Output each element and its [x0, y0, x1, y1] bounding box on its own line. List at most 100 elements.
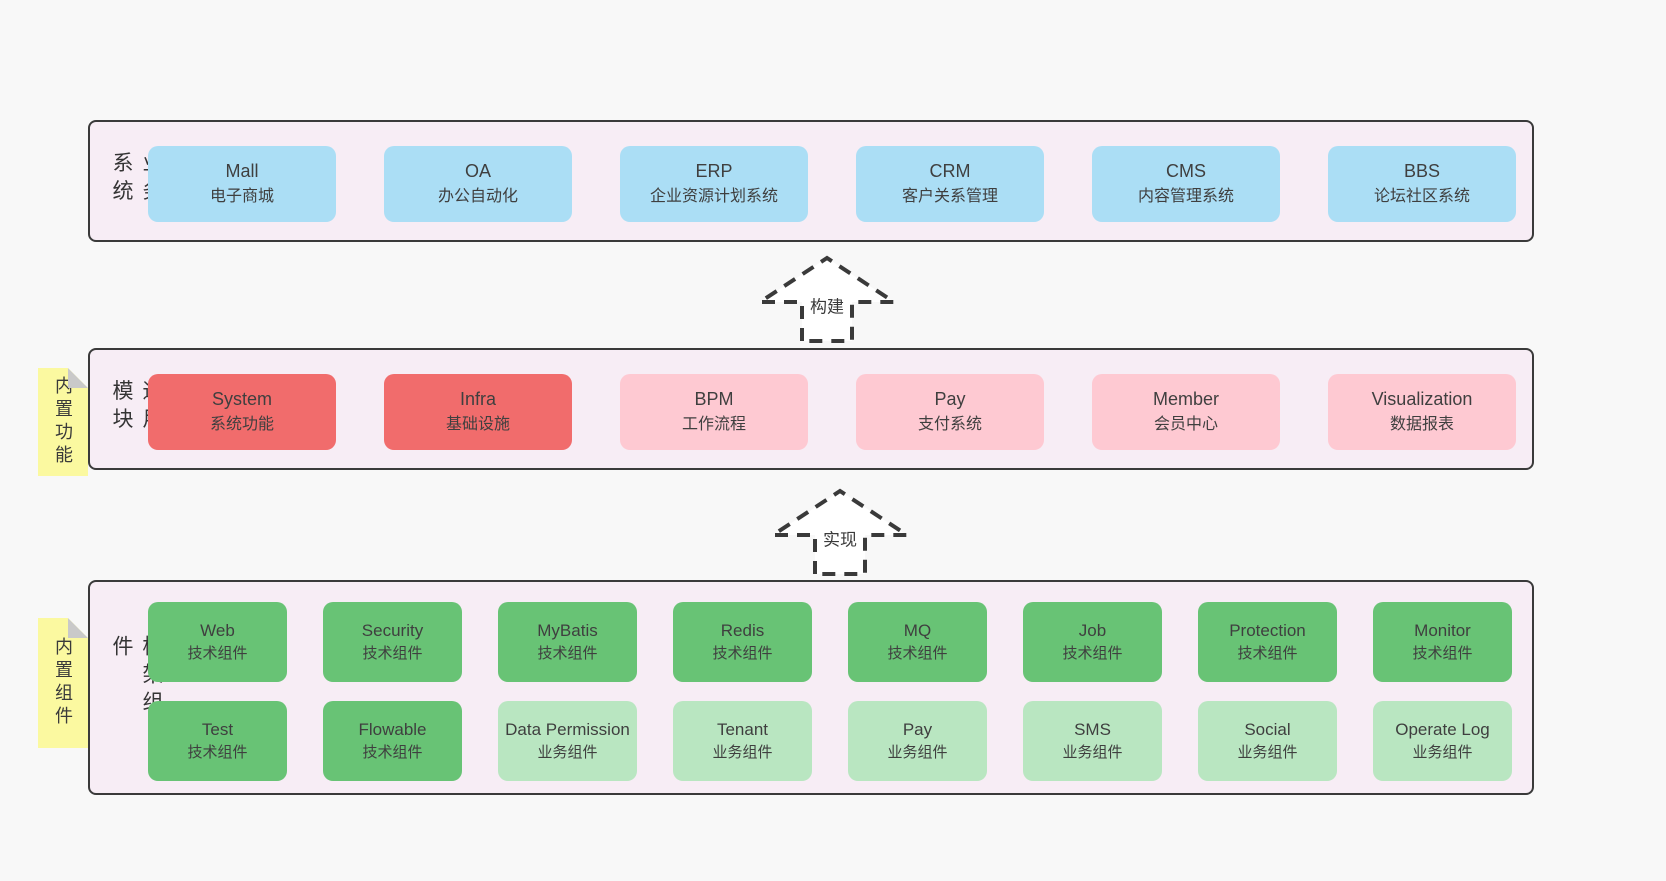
- box-subtitle: 业务组件: [537, 744, 598, 761]
- layer-common-modules: 通用模块 System 系统功能 Infra 基础设施 BPM 工作流程 Pay…: [88, 348, 1534, 470]
- box-title: Flowable: [358, 720, 427, 739]
- box-subtitle: 业务组件: [1237, 744, 1298, 761]
- box-cms: CMS 内容管理系统: [1092, 146, 1280, 222]
- box-subtitle: 技术组件: [187, 744, 248, 761]
- box-mall: Mall 电子商城: [148, 146, 336, 222]
- box-bpm: BPM 工作流程: [620, 374, 808, 450]
- box-infra: Infra 基础设施: [384, 374, 572, 450]
- implement-arrow-label: 实现: [819, 525, 861, 551]
- box-subtitle: 电子商城: [209, 188, 274, 205]
- box-subtitle: 内容管理系统: [1137, 188, 1234, 205]
- business-systems-box-row: Mall 电子商城 OA 办公自动化 ERP 企业资源计划系统 CRM 客户关系…: [148, 146, 1516, 222]
- framework-components-row-2: Test 技术组件 Flowable 技术组件 Data Permission …: [148, 701, 1512, 781]
- box-subtitle: 业务组件: [712, 744, 773, 761]
- box-subtitle: 支付系统: [917, 416, 982, 433]
- box-title: Web: [200, 621, 235, 640]
- box-erp: ERP 企业资源计划系统: [620, 146, 808, 222]
- sticky-note-text: 内置功能: [53, 376, 73, 468]
- box-sms: SMS 业务组件: [1023, 701, 1162, 781]
- box-title: Test: [201, 720, 234, 739]
- box-subtitle: 技术组件: [887, 645, 948, 662]
- box-pay: Pay 支付系统: [856, 374, 1044, 450]
- box-title: ERP: [695, 161, 733, 181]
- box-protection: Protection 技术组件: [1198, 602, 1337, 682]
- box-subtitle: 客户关系管理: [901, 188, 998, 205]
- box-title: CMS: [1166, 161, 1206, 181]
- box-visualization: Visualization 数据报表: [1328, 374, 1516, 450]
- box-redis: Redis 技术组件: [673, 602, 812, 682]
- folded-corner-icon: [68, 618, 88, 638]
- box-subtitle: 会员中心: [1153, 416, 1218, 433]
- box-title: Pay: [934, 389, 966, 409]
- box-title: System: [211, 389, 272, 409]
- box-member: Member 会员中心: [1092, 374, 1280, 450]
- box-subtitle: 企业资源计划系统: [649, 188, 778, 205]
- box-subtitle: 技术组件: [362, 645, 423, 662]
- box-subtitle: 业务组件: [1412, 744, 1473, 761]
- box-web: Web 技术组件: [148, 602, 287, 682]
- box-subtitle: 论坛社区系统: [1373, 188, 1470, 205]
- box-subtitle: 技术组件: [187, 645, 248, 662]
- box-title: Tenant: [716, 720, 769, 739]
- box-subtitle: 技术组件: [362, 744, 423, 761]
- box-security: Security 技术组件: [323, 602, 462, 682]
- box-title: Operate Log: [1395, 720, 1490, 739]
- box-subtitle: 系统功能: [209, 416, 274, 433]
- sticky-note-text: 内置组件: [53, 637, 73, 729]
- build-arrow: 构建: [752, 254, 902, 344]
- box-title: OA: [464, 161, 491, 181]
- box-mq: MQ 技术组件: [848, 602, 987, 682]
- box-bbs: BBS 论坛社区系统: [1328, 146, 1516, 222]
- box-subtitle: 技术组件: [1237, 645, 1298, 662]
- box-title: Member: [1152, 389, 1219, 409]
- implement-arrow: 实现: [765, 487, 915, 577]
- box-subtitle: 技术组件: [537, 645, 598, 662]
- box-title: Monitor: [1414, 621, 1471, 640]
- box-subtitle: 基础设施: [445, 416, 510, 433]
- box-title: Security: [361, 621, 424, 640]
- box-title: Data Permission: [505, 720, 630, 739]
- box-data-permission: Data Permission 业务组件: [498, 701, 637, 781]
- box-subtitle: 技术组件: [712, 645, 773, 662]
- box-flowable: Flowable 技术组件: [323, 701, 462, 781]
- box-title: CRM: [929, 161, 971, 181]
- box-crm: CRM 客户关系管理: [856, 146, 1044, 222]
- box-oa: OA 办公自动化: [384, 146, 572, 222]
- build-arrow-label: 构建: [806, 292, 848, 318]
- folded-corner-icon: [68, 368, 88, 388]
- box-pay-component: Pay 业务组件: [848, 701, 987, 781]
- box-social: Social 业务组件: [1198, 701, 1337, 781]
- box-mybatis: MyBatis 技术组件: [498, 602, 637, 682]
- box-title: Job: [1078, 621, 1107, 640]
- common-modules-box-row: System 系统功能 Infra 基础设施 BPM 工作流程 Pay 支付系统…: [148, 374, 1516, 450]
- sticky-note-built-in-features: 内置功能: [38, 368, 88, 476]
- box-operate-log: Operate Log 业务组件: [1373, 701, 1512, 781]
- box-system: System 系统功能: [148, 374, 336, 450]
- box-title: Pay: [902, 720, 933, 739]
- layer-framework-components: 框架组件 Web 技术组件 Security 技术组件 MyBatis 技术组件…: [88, 580, 1534, 795]
- box-subtitle: 技术组件: [1062, 645, 1123, 662]
- box-title: Mall: [225, 161, 259, 181]
- box-title: BBS: [1403, 161, 1441, 181]
- box-subtitle: 业务组件: [1062, 744, 1123, 761]
- sticky-note-built-in-components: 内置组件: [38, 618, 88, 748]
- box-title: Infra: [459, 389, 497, 409]
- box-subtitle: 办公自动化: [437, 188, 518, 205]
- box-title: MyBatis: [537, 621, 598, 640]
- box-tenant: Tenant 业务组件: [673, 701, 812, 781]
- box-title: Redis: [720, 621, 765, 640]
- box-subtitle: 数据报表: [1389, 416, 1454, 433]
- framework-components-row-1: Web 技术组件 Security 技术组件 MyBatis 技术组件 Redi…: [148, 602, 1512, 682]
- box-subtitle: 技术组件: [1412, 645, 1473, 662]
- box-title: Social: [1244, 720, 1291, 739]
- box-subtitle: 工作流程: [681, 416, 746, 433]
- box-title: Protection: [1229, 621, 1306, 640]
- box-test: Test 技术组件: [148, 701, 287, 781]
- box-title: SMS: [1074, 720, 1111, 739]
- box-title: MQ: [903, 621, 932, 640]
- layer-business-systems: 业务系统 Mall 电子商城 OA 办公自动化 ERP 企业资源计划系统 CRM…: [88, 120, 1534, 242]
- box-title: BPM: [694, 389, 734, 409]
- box-job: Job 技术组件: [1023, 602, 1162, 682]
- box-subtitle: 业务组件: [887, 744, 948, 761]
